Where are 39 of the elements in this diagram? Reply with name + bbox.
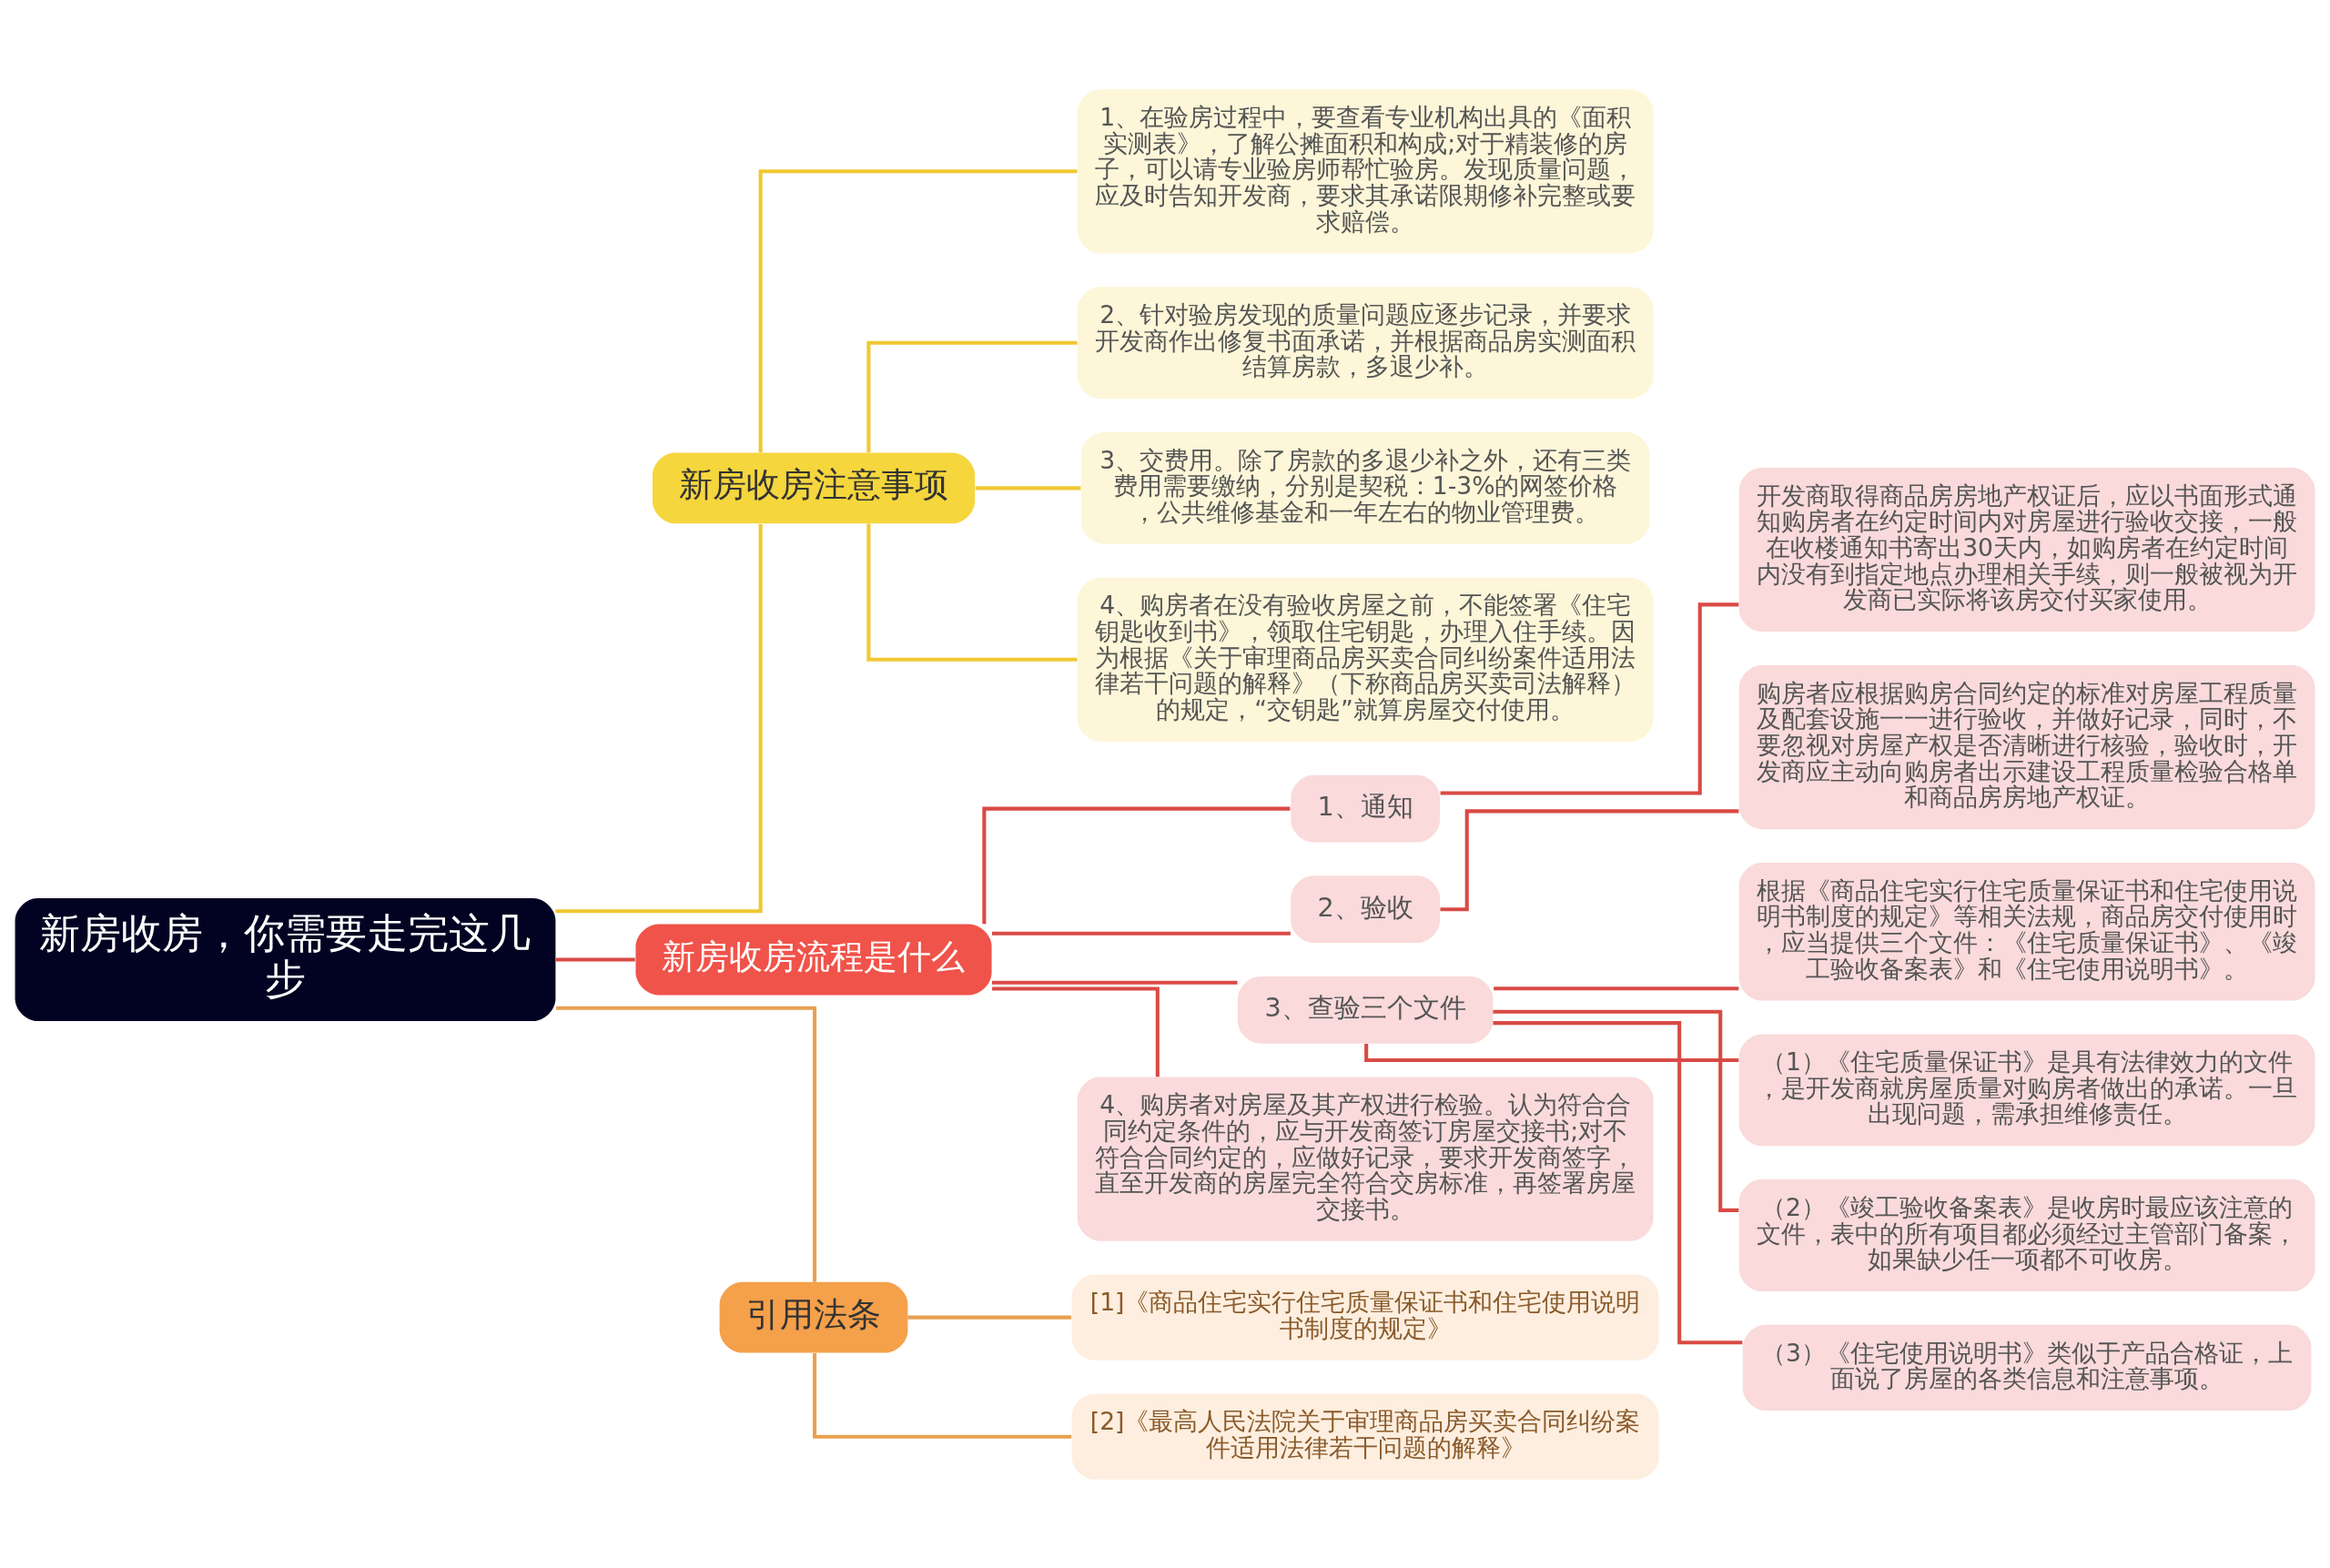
node-box: 2、针对验房发现的质量问题应逐步记录，并要求开发商作出修复书面承诺，并根据商品房实测面积结算房款，多退少补。 (1077, 286, 1654, 399)
node-box: 根据《商品住宅实行住宅质量保证书和住宅使用说明书制度的规定》等相关法规，商品房交付使用时，应当提供三个文件：《住宅质量保证书》、《竣工验收备案表》和《住宅使用说明书》。 (1738, 862, 2315, 1001)
connector (991, 980, 1238, 985)
node-box: [1]《商品住宅实行住宅质量保证书和住宅使用说明书制度的规定》 (1071, 1274, 1659, 1361)
connector (866, 340, 1078, 452)
node-box: 新房收房，你需要走完这几步 (15, 897, 556, 1021)
node-box: 开发商取得商品房房地产权证后，应以书面形式通知购房者在约定时间内对房屋进行验收交接，一般在收楼通知书寄出30天内，如购房者在约定时间内没有到指定地点办理相关手续，则一般被视为开发商已实际将该房交付买家使用。 (1738, 467, 2315, 632)
connector (556, 1006, 817, 1282)
node-box: 2、验收 (1291, 875, 1441, 943)
connector (812, 1352, 1072, 1439)
connector (555, 956, 635, 962)
node-box: 新房收房注意事项 (652, 452, 976, 523)
node-box: （1）《住宅质量保证书》是具有法律效力的文件，是开发商就房屋质量对购房者做出的承诺。一旦出现问题，需承担维修责任。 (1738, 1033, 2315, 1146)
node-box: 购房者应根据购房合同约定的标准对房屋工程质量及配套设施一一进行验收，并做好记录，同时，不要忽视对房屋产权是否清晰进行核验，验收时，开发商应主动向购房者出示建设工程质量检验合格单和商品房房地产权证。 (1738, 664, 2315, 829)
node-box: （3）《住宅使用说明书》类似于产品合格证，上面说了房屋的各类信息和注意事项。 (1742, 1324, 2312, 1411)
connector (982, 806, 1291, 924)
node-box: 新房收房流程是什么 (635, 924, 992, 995)
connector (1364, 1043, 1739, 1062)
connector (555, 523, 763, 913)
connector (866, 522, 1078, 662)
connector (992, 986, 1160, 1077)
node-box: 3、交费用。除了房款的多退少补之外，还有三类费用需要缴纳，分别是契税：1-3%的网签价格，公共维修基金和一年左右的物业管理费。 (1080, 431, 1650, 544)
connector (1440, 808, 1739, 911)
node-box: [2]《最高人民法院关于审理商品房买卖合同纠纷案件适用法律若干问题的解释》 (1071, 1393, 1659, 1480)
connector (1494, 986, 1739, 990)
node-box: 1、通知 (1291, 774, 1441, 842)
connector (1493, 1009, 1739, 1212)
node-box: 引用法条 (719, 1281, 908, 1353)
node-box: 4、购房者对房屋及其产权进行检验。认为符合合同约定条件的，应与开发商签订房屋交接书;对不符合合同约定的，应做好记录，要求开发商签字，直至开发商的房屋完全符合交房标准，再签署房屋交接书。 (1077, 1077, 1654, 1241)
node-box: 1、在验房过程中，要查看专业机构出具的《面积实测表》，了解公摊面积和构成;对于精装修的房子，可以请专业验房师帮忙验房。发现质量问题，应及时告知开发商，要求其承诺限期修补完整或要求赔偿。 (1077, 88, 1654, 253)
node-box: 4、购房者在没有验收房屋之前，不能签署《住宅钥匙收到书》，领取住宅钥匙，办理入住手续。因为根据《关于审理商品房买卖合同纠纷案件适用法律若干问题的解释》（下称商品房买卖司法解释）的规定，“交钥匙”就算房屋交付使用。 (1077, 577, 1654, 742)
connector (991, 931, 1291, 936)
connector (758, 168, 1078, 452)
connector (1440, 602, 1739, 795)
connector (975, 485, 1081, 490)
connector (907, 1315, 1072, 1320)
node-box: （2）《竣工验收备案表》是收房时最应该注意的文件，表中的所有项目都必须经过主管部门备案，如果缺少任一项都不可收房。 (1738, 1179, 2315, 1291)
node-box: 3、查验三个文件 (1237, 976, 1494, 1044)
connector (1493, 1020, 1743, 1344)
